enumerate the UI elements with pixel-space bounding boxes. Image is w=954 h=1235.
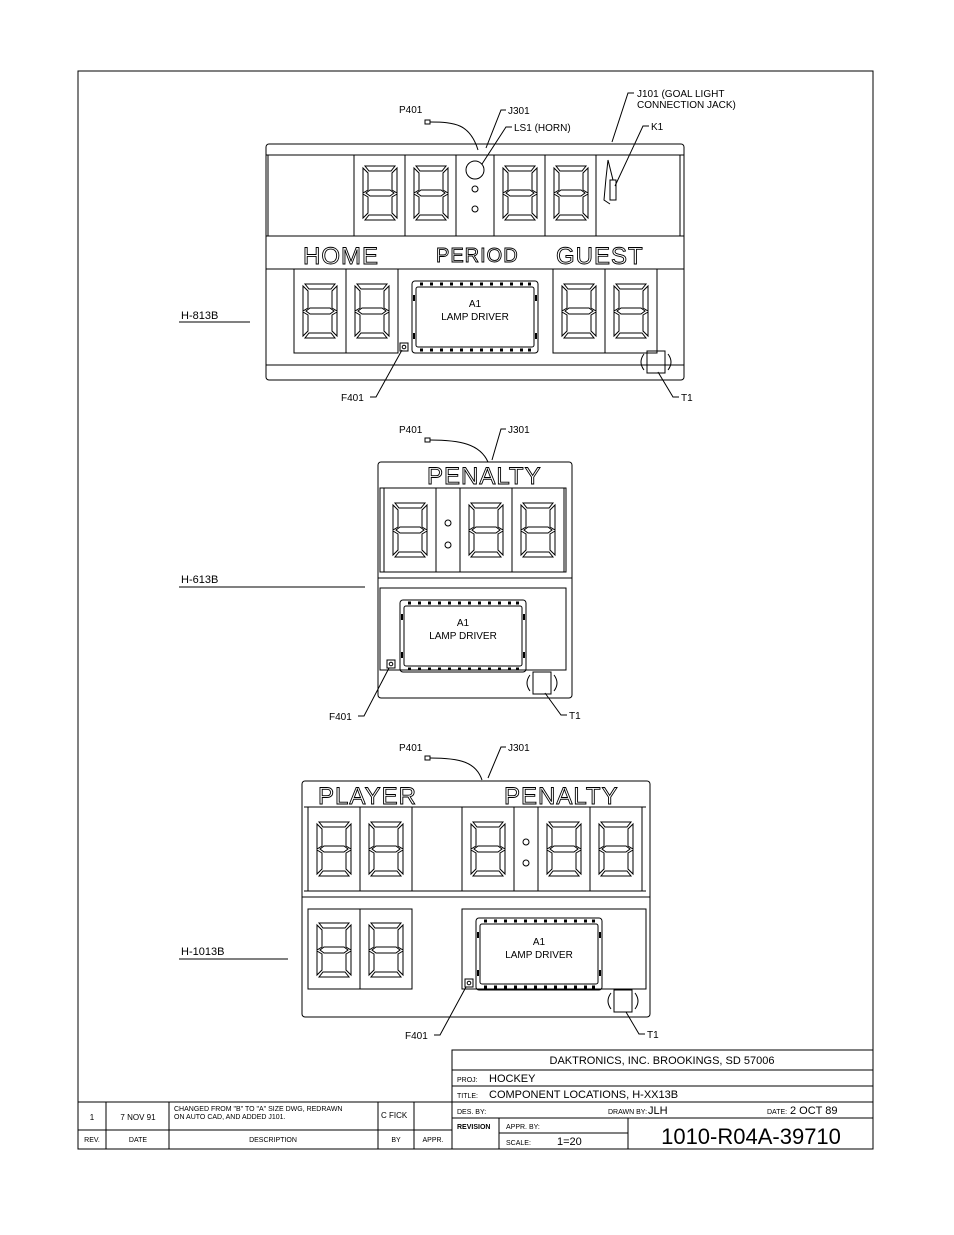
svg-text:LS1 (HORN): LS1 (HORN) — [514, 123, 571, 134]
svg-text:K1: K1 — [651, 122, 664, 133]
svg-text:F401: F401 — [341, 393, 364, 404]
date-value: 2 OCT 89 — [790, 1105, 838, 1117]
svg-text:CONNECTION JACK): CONNECTION JACK) — [637, 100, 736, 111]
caption-guest: GUEST — [556, 243, 644, 270]
svg-text:T1: T1 — [569, 711, 581, 722]
relay-k1-icon — [609, 179, 617, 201]
svg-text:REV.: REV. — [84, 1137, 100, 1144]
caption-penalty: PENALTY — [504, 783, 619, 810]
designation-h1013b: H-1013B — [181, 946, 224, 958]
caption-player: PLAYER — [318, 783, 417, 810]
svg-text:REVISION: REVISION — [457, 1124, 490, 1131]
fuse-f401-icon — [386, 659, 396, 669]
svg-text:DRAWN BY:: DRAWN BY: — [608, 1109, 647, 1116]
svg-text:T1: T1 — [647, 1030, 659, 1041]
title-block: DAKTRONICS, INC. BROOKINGS, SD 57006 PRO… — [451, 1049, 874, 1150]
drawn-by-value: JLH — [648, 1105, 668, 1117]
svg-text:SCALE:: SCALE: — [506, 1140, 531, 1147]
svg-text:F401: F401 — [405, 1031, 428, 1042]
revision-row-description: CHANGED FROM "B" TO "A" SIZE DWG, REDRAW… — [174, 1106, 343, 1113]
board-h813b: HOME PERIOD GUEST A1 LAMP DRIVER — [265, 143, 685, 381]
scale-value: 1=20 — [557, 1136, 582, 1148]
fuse-f401-icon — [399, 342, 409, 352]
revision-table: 1 7 NOV 91 CHANGED FROM "B" TO "A" SIZE … — [77, 1101, 453, 1150]
drawing-title: COMPONENT LOCATIONS, H-XX13B — [489, 1089, 678, 1101]
horn-ls1-icon — [465, 160, 485, 180]
svg-text:DATE:: DATE: — [767, 1109, 787, 1116]
transformer-t1-icon — [640, 350, 672, 374]
svg-text:DESCRIPTION: DESCRIPTION — [249, 1137, 297, 1144]
fuse-f401-icon — [464, 978, 474, 988]
board-h613b: PENALTY A1 LAMP DRIVER — [377, 461, 573, 699]
svg-text:TITLE:: TITLE: — [457, 1093, 478, 1100]
svg-text:ON AUTO CAD, AND ADDED J101.: ON AUTO CAD, AND ADDED J101. — [174, 1114, 286, 1121]
designation-h813b: H-813B — [181, 310, 218, 322]
driver-a1-label: A1 — [533, 937, 546, 948]
callouts-h613b: P401 J301 H-613B F401 T1 — [179, 425, 581, 723]
driver-lamp-label: LAMP DRIVER — [441, 312, 509, 323]
board-h1013b: PLAYER PENALTY A1 LAMP DRIVER — [301, 780, 651, 1018]
designation-h613b: H-613B — [181, 574, 218, 586]
driver-lamp-label: LAMP DRIVER — [505, 950, 573, 961]
svg-text:DES. BY:: DES. BY: — [457, 1109, 486, 1116]
svg-text:T1: T1 — [681, 393, 693, 404]
revision-row-by: C FICK — [381, 1111, 408, 1120]
svg-text:APPR. BY:: APPR. BY: — [506, 1124, 540, 1131]
svg-text:F401: F401 — [329, 712, 352, 723]
callouts-h813b: P401 J301 LS1 (HORN) J101 (GOAL LIGHT CO… — [179, 89, 736, 404]
svg-text:P401: P401 — [399, 425, 423, 436]
svg-text:DATE: DATE — [129, 1137, 147, 1144]
caption-home: HOME — [303, 243, 379, 270]
svg-text:J301: J301 — [508, 743, 530, 754]
revision-row-date: 7 NOV 91 — [120, 1113, 156, 1122]
caption-penalty: PENALTY — [427, 463, 542, 490]
company-name: DAKTRONICS, INC. BROOKINGS, SD 57006 — [550, 1055, 775, 1067]
caption-period: PERIOD — [436, 245, 519, 267]
revision-row-rev: 1 — [90, 1113, 95, 1122]
svg-text:BY: BY — [391, 1137, 401, 1144]
project-value: HOCKEY — [489, 1073, 536, 1085]
driver-a1-label: A1 — [457, 618, 470, 629]
transformer-t1-icon — [526, 671, 558, 695]
svg-text:PROJ:: PROJ: — [457, 1077, 478, 1084]
svg-text:J301: J301 — [508, 106, 530, 117]
svg-text:P401: P401 — [399, 743, 423, 754]
svg-text:APPR.: APPR. — [422, 1137, 443, 1144]
sheet-border — [77, 70, 874, 1150]
svg-text:P401: P401 — [399, 105, 423, 116]
svg-text:J101 (GOAL LIGHT: J101 (GOAL LIGHT — [637, 89, 724, 100]
driver-lamp-label: LAMP DRIVER — [429, 631, 497, 642]
drawing-number: 1010-R04A-39710 — [661, 1124, 841, 1149]
svg-text:J301: J301 — [508, 425, 530, 436]
transformer-t1-icon — [607, 989, 639, 1013]
driver-a1-label: A1 — [469, 299, 482, 310]
callouts-h1013b: P401 J301 H-1013B F401 T1 — [179, 743, 659, 1042]
